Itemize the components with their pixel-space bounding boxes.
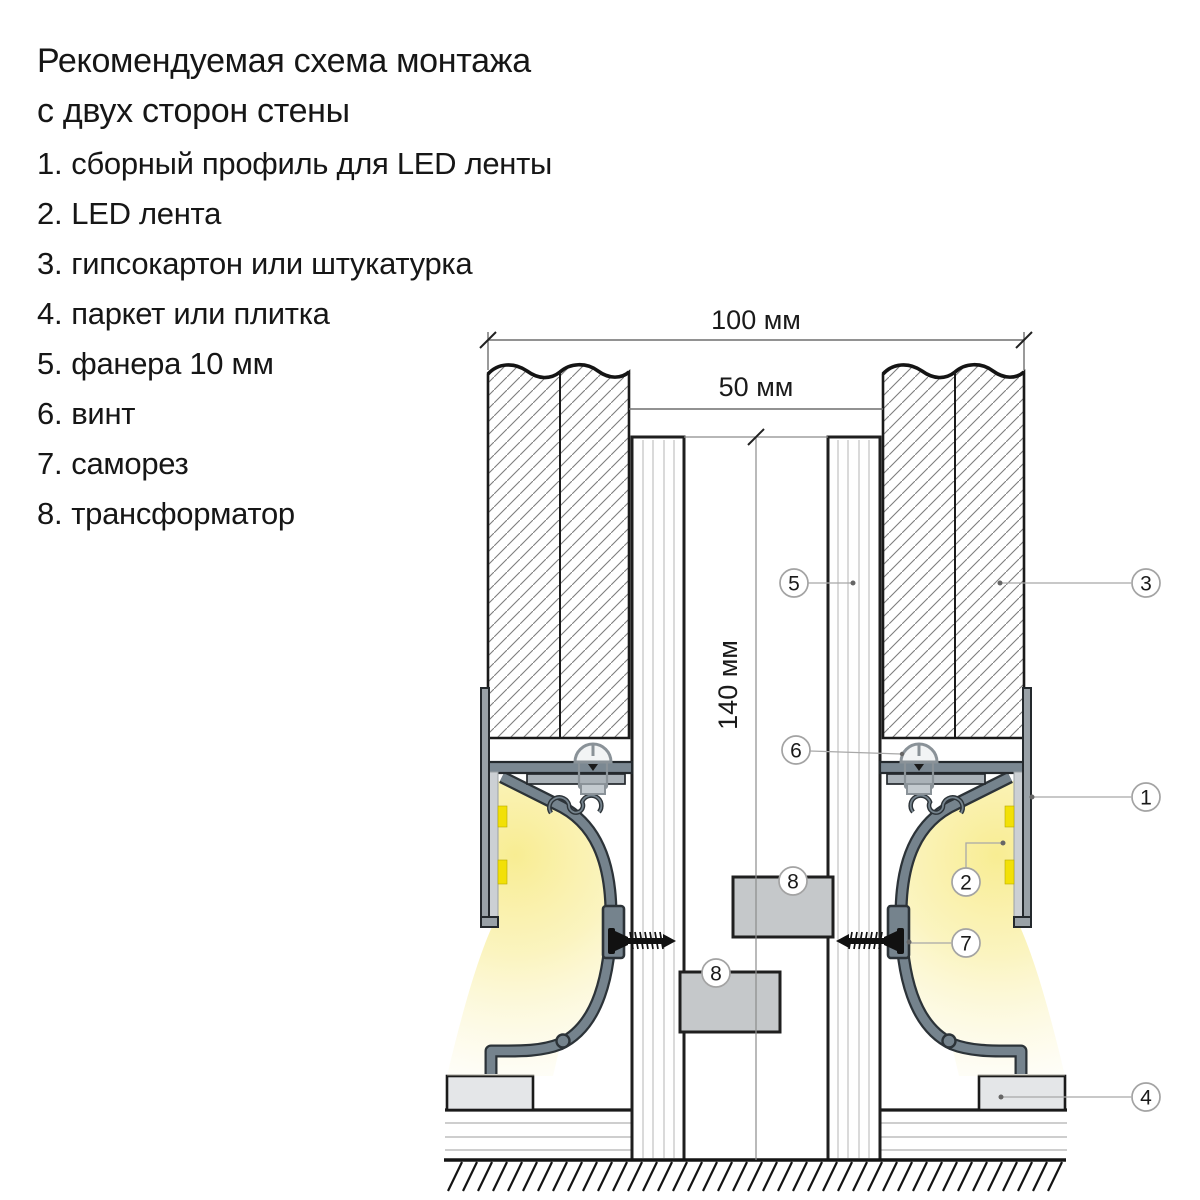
svg-text:50 мм: 50 мм [719, 372, 794, 402]
legend-item-3: 3.гипсокартон или штукатурка [37, 246, 473, 281]
svg-text:100 мм: 100 мм [711, 305, 801, 335]
title-line-1: Рекомендуемая схема монтажа [37, 42, 531, 80]
dimension-inner-width: 50 мм [629, 372, 883, 410]
callout-7: 7 [951, 928, 981, 958]
svg-text:3: 3 [1140, 573, 1152, 596]
legend-item-7: 7.саморез [37, 446, 189, 481]
svg-text:140 мм: 140 мм [713, 640, 743, 730]
callout-1: 1 [1131, 782, 1161, 812]
svg-text:5: 5 [788, 573, 800, 596]
callout-2: 2 [951, 867, 981, 897]
callout-8-upper: 8 [778, 866, 808, 896]
callout-3: 3 [1131, 568, 1161, 598]
legend-item-6: 6.винт [37, 396, 136, 431]
svg-text:4: 4 [1140, 1087, 1152, 1110]
page-title: Рекомендуемая схема монтажа с двух сторо… [37, 36, 552, 136]
legend-item-4: 4.паркет или плитка [37, 296, 330, 331]
header: Рекомендуемая схема монтажа с двух сторо… [37, 36, 552, 539]
svg-text:1: 1 [1140, 787, 1152, 810]
ground [444, 1158, 1066, 1192]
callout-leaders [808, 580, 1131, 1100]
callout-8-lower: 8 [701, 958, 731, 988]
svg-text:6: 6 [790, 740, 802, 763]
svg-text:8: 8 [710, 963, 722, 986]
legend-item-2: 2.LED лента [37, 196, 222, 231]
svg-text:7: 7 [960, 933, 972, 956]
title-line-2: с двух сторон стены [37, 92, 350, 130]
legend-item-5: 5.фанера 10 мм [37, 346, 274, 381]
transformer-lower [678, 970, 782, 1034]
legend-item-1: 1.сборный профиль для LED ленты [37, 146, 552, 181]
callout-4: 4 [1131, 1082, 1161, 1112]
dimension-total-width: 100 мм [479, 305, 1033, 370]
callout-6: 6 [781, 735, 811, 765]
svg-text:8: 8 [787, 871, 799, 894]
svg-text:2: 2 [960, 872, 972, 895]
legend-item-8: 8.трансформатор [37, 496, 295, 531]
legend-list: 1.сборный профиль для LED ленты 2.LED ле… [37, 139, 552, 539]
dimension-height: 140 мм [684, 428, 828, 1160]
callout-5: 5 [779, 568, 809, 598]
gypsum-wall-right [881, 362, 1026, 740]
